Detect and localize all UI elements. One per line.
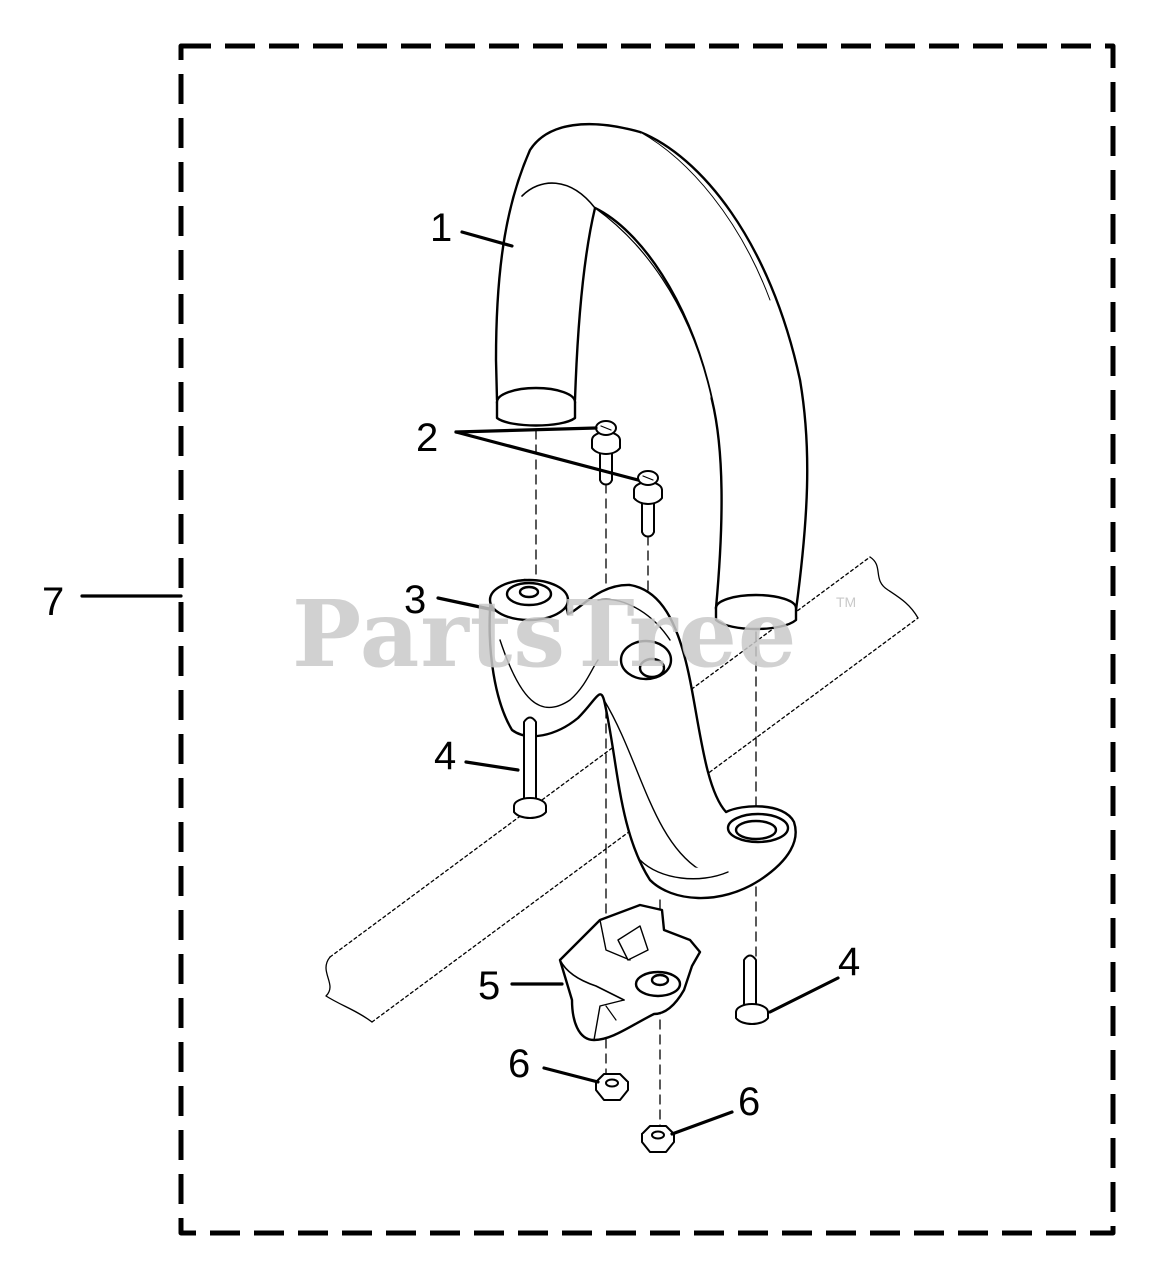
callout-label-2: 2: [416, 416, 439, 460]
callout-label-4-left: 4: [434, 734, 457, 778]
leader-2b: [454, 430, 640, 482]
bolt-part-right: [735, 954, 769, 1025]
leader-3: [436, 596, 496, 612]
clamp-part: [558, 903, 702, 1042]
callout-label-1: 1: [430, 206, 453, 250]
kit-boundary-dashed-box: [178, 43, 1116, 1236]
callout-label-5: 5: [478, 964, 501, 1008]
screw-part-upper: [591, 420, 621, 486]
leader-6-left: [542, 1066, 600, 1084]
watermark-logo: PartsTree: [292, 580, 798, 688]
handle-bar-part: [494, 123, 809, 631]
callout-label-3: 3: [404, 578, 427, 622]
watermark-trademark: TM: [836, 594, 857, 610]
leader-2a: [454, 426, 598, 434]
hex-nut-part-right: [641, 1125, 675, 1153]
hex-nut-part-left: [595, 1073, 629, 1101]
bolt-part-left: [513, 716, 547, 819]
leader-6-right: [670, 1110, 734, 1136]
leader-4-left: [464, 760, 520, 772]
leader-lines: [80, 230, 840, 1136]
leader-1: [460, 230, 514, 248]
phantom-shaft-ends: [325, 556, 919, 1023]
handle-bracket-part: [488, 578, 797, 900]
callout-label-7: 7: [42, 580, 65, 624]
callout-label-6-right: 6: [738, 1080, 761, 1124]
callout-label-6-left: 6: [508, 1042, 531, 1086]
callout-label-4-right: 4: [838, 940, 861, 984]
screw-part-lower: [633, 470, 663, 538]
leader-4-right: [768, 976, 840, 1014]
